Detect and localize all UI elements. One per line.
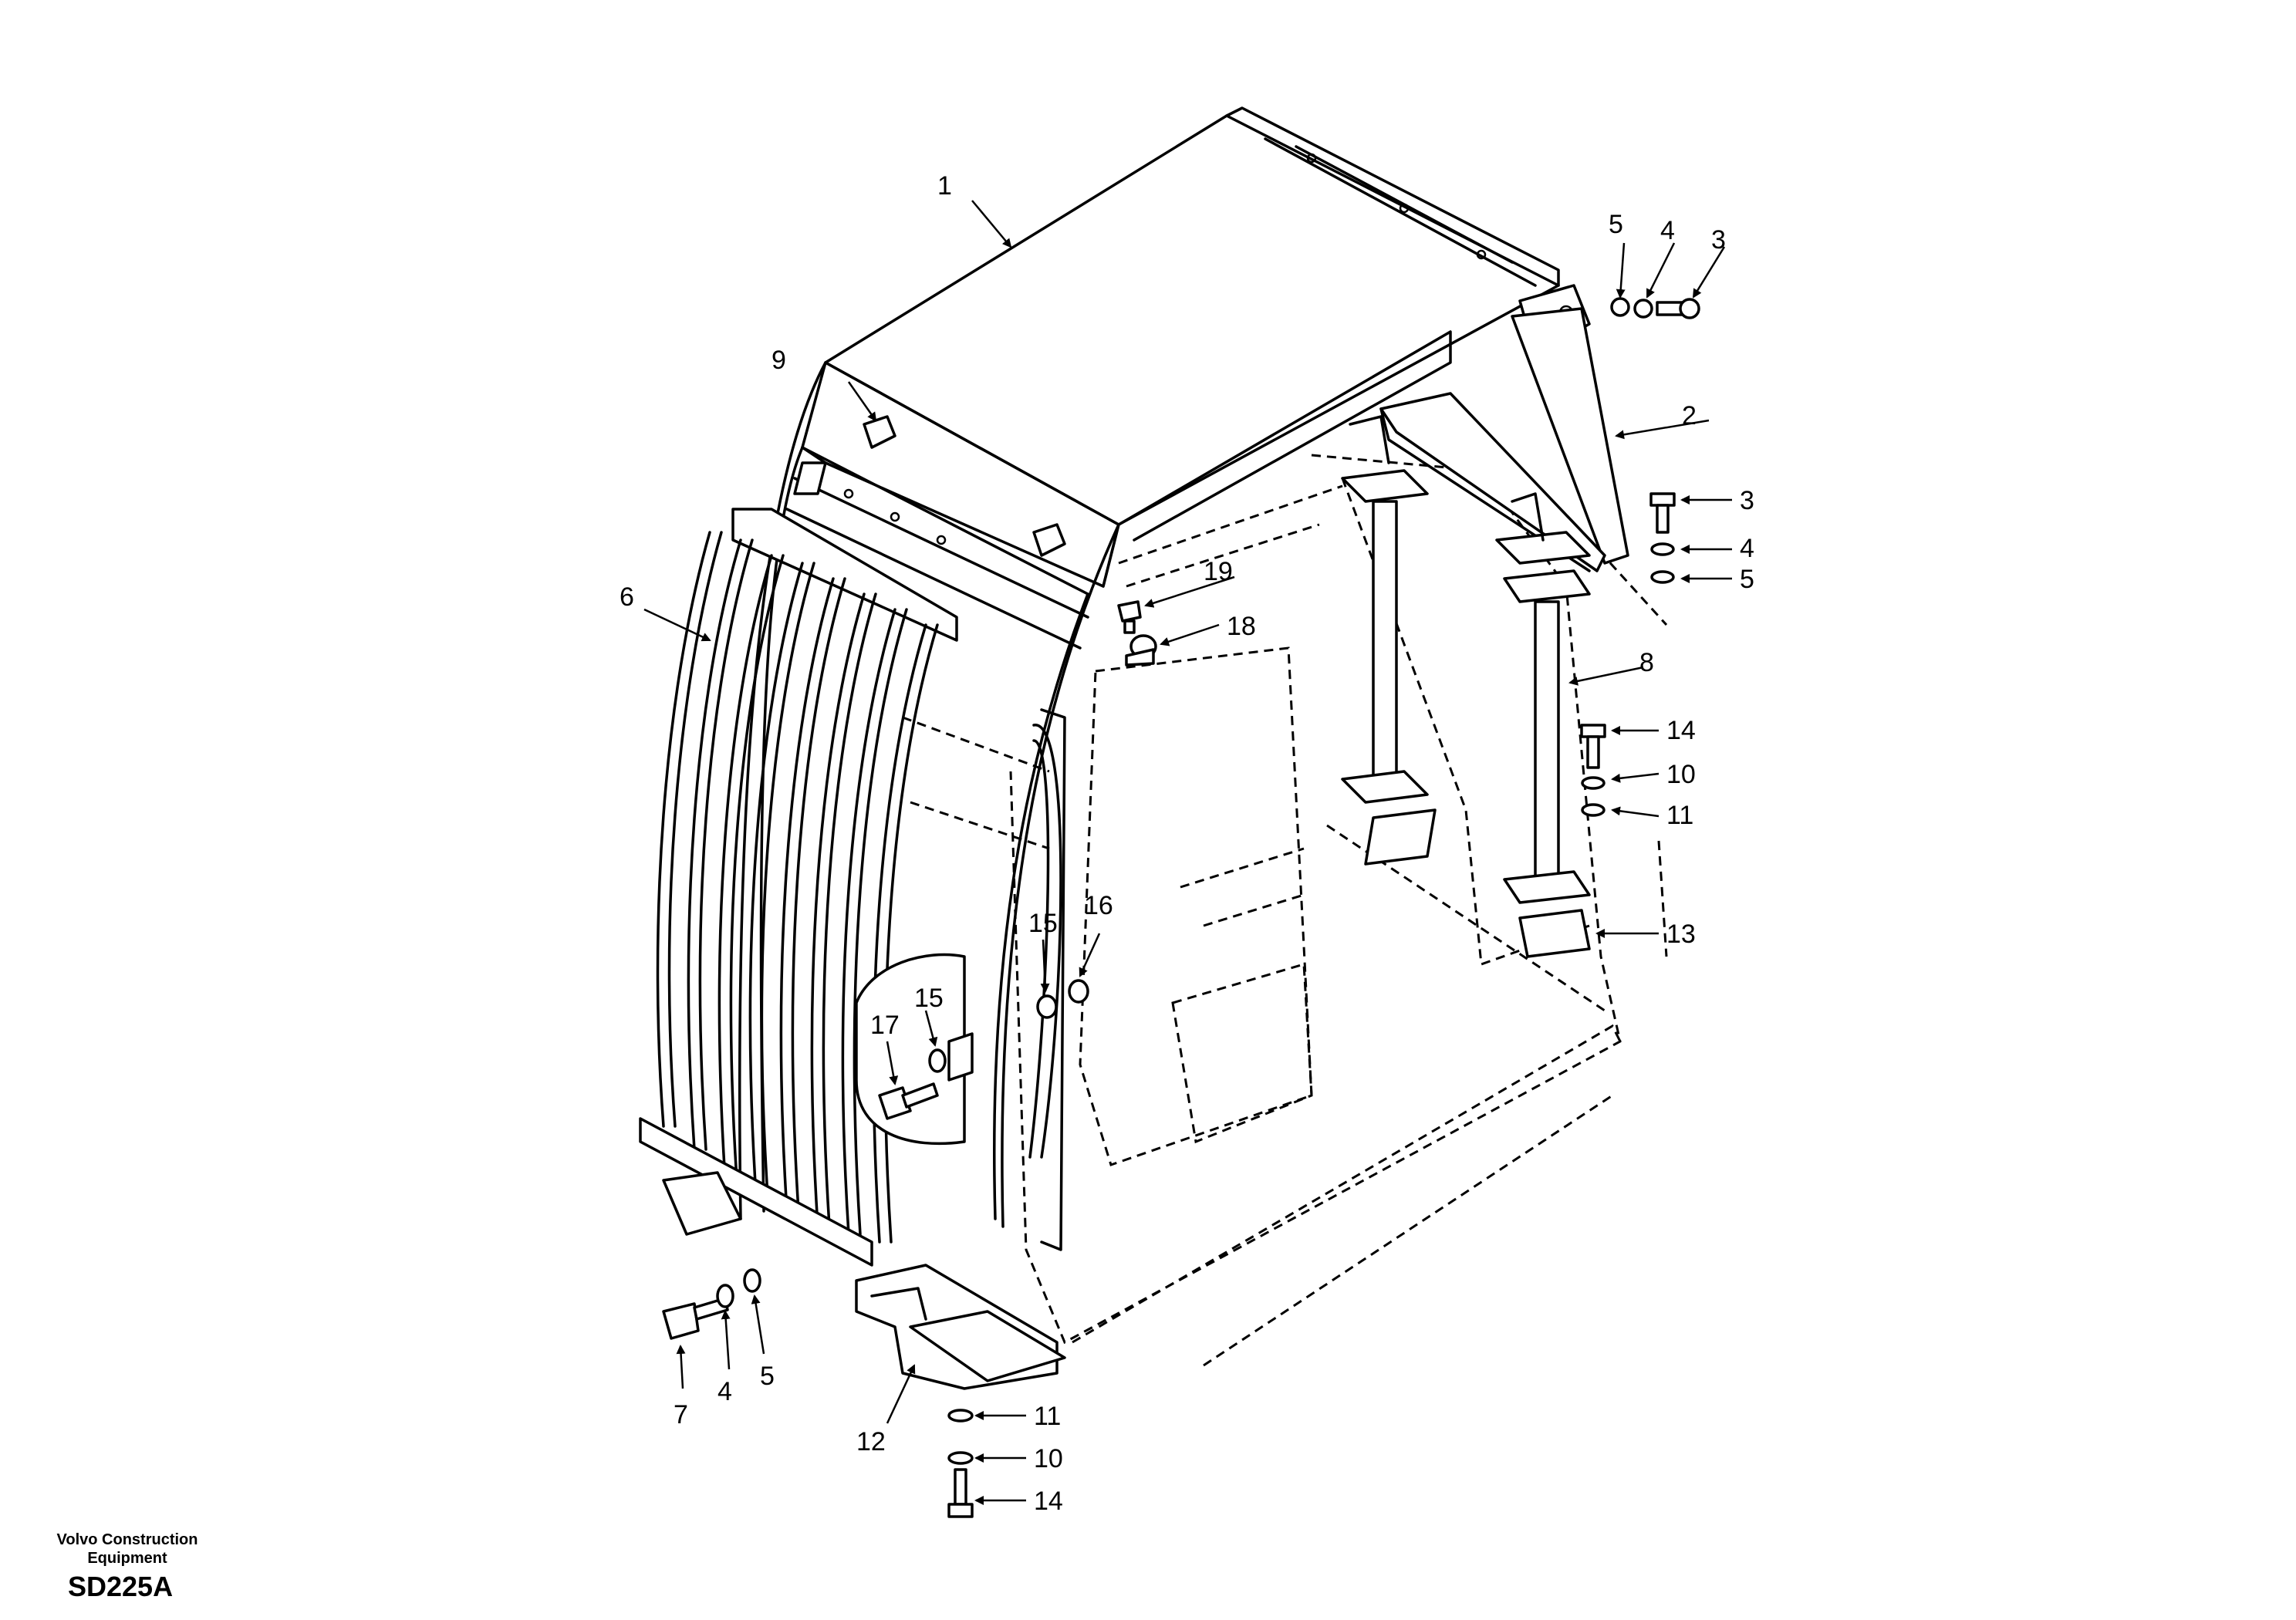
- callout-18: 18: [1227, 612, 1256, 641]
- pillar-right: [1495, 492, 1591, 958]
- callout-1: 1: [937, 171, 952, 201]
- callout-10-right: 10: [1666, 760, 1696, 789]
- callout-5-top: 5: [1609, 210, 1623, 239]
- hardware-bolt-18-19: [1117, 600, 1157, 667]
- hardware-bolt-bottom-center: [947, 1409, 974, 1518]
- callout-3-right: 3: [1740, 486, 1754, 515]
- clip-parts: [863, 415, 1066, 557]
- callout-12: 12: [856, 1427, 886, 1456]
- callout-labels: 1 2 3 3 4 4 4 5 5 5 6 7 8 9 10 10 11 11 …: [620, 171, 1754, 1516]
- callout-2: 2: [1682, 401, 1697, 430]
- callout-11-bottom: 11: [1034, 1402, 1061, 1431]
- callout-4-right: 4: [1740, 534, 1754, 563]
- company-name: Volvo Construction Equipment: [0, 1531, 255, 1568]
- pillar-left: [1341, 415, 1437, 866]
- hardware-bolt-top-right: [1610, 297, 1700, 319]
- callout-5-bottom: 5: [760, 1362, 775, 1391]
- callout-3-top: 3: [1711, 225, 1726, 255]
- lower-mounting-bracket: [855, 1264, 1066, 1390]
- callout-5-right: 5: [1740, 565, 1754, 594]
- callout-13: 13: [1666, 920, 1696, 949]
- drawing-code: SD225A: [68, 1571, 174, 1602]
- cab-outline-dashed: [902, 454, 1668, 1367]
- hardware-bolt-right-3: [1649, 492, 1676, 584]
- hardware-bolt-right-14: [1580, 724, 1606, 817]
- roof-guard: [801, 106, 1591, 596]
- callout-15-left: 15: [914, 984, 944, 1013]
- callout-7: 7: [674, 1400, 688, 1429]
- company-line-1: Volvo Construction: [56, 1531, 198, 1548]
- callout-4-bottom: 4: [718, 1377, 732, 1406]
- leader-arrows: [643, 200, 1732, 1505]
- callout-15-right: 15: [1028, 909, 1058, 938]
- callout-14-bottom: 14: [1034, 1487, 1063, 1516]
- callout-16: 16: [1084, 891, 1113, 920]
- callout-4-top: 4: [1660, 216, 1675, 245]
- front-guard-bars: [639, 531, 939, 1267]
- callout-11-right: 11: [1666, 801, 1693, 830]
- front-guard-frame: [731, 361, 1120, 1251]
- callout-9: 9: [772, 346, 786, 375]
- callout-6: 6: [620, 582, 634, 612]
- callout-8: 8: [1639, 648, 1654, 677]
- callout-17: 17: [870, 1011, 900, 1040]
- callout-19: 19: [1204, 557, 1233, 586]
- hardware-bolt-bottom-left: [662, 1268, 761, 1340]
- callout-10-bottom: 10: [1034, 1444, 1063, 1473]
- callout-14-right: 14: [1666, 716, 1696, 745]
- company-line-2: Equipment: [87, 1550, 167, 1567]
- hardware-bolt-17: [878, 979, 1089, 1120]
- rear-support-bracket: [1379, 307, 1629, 572]
